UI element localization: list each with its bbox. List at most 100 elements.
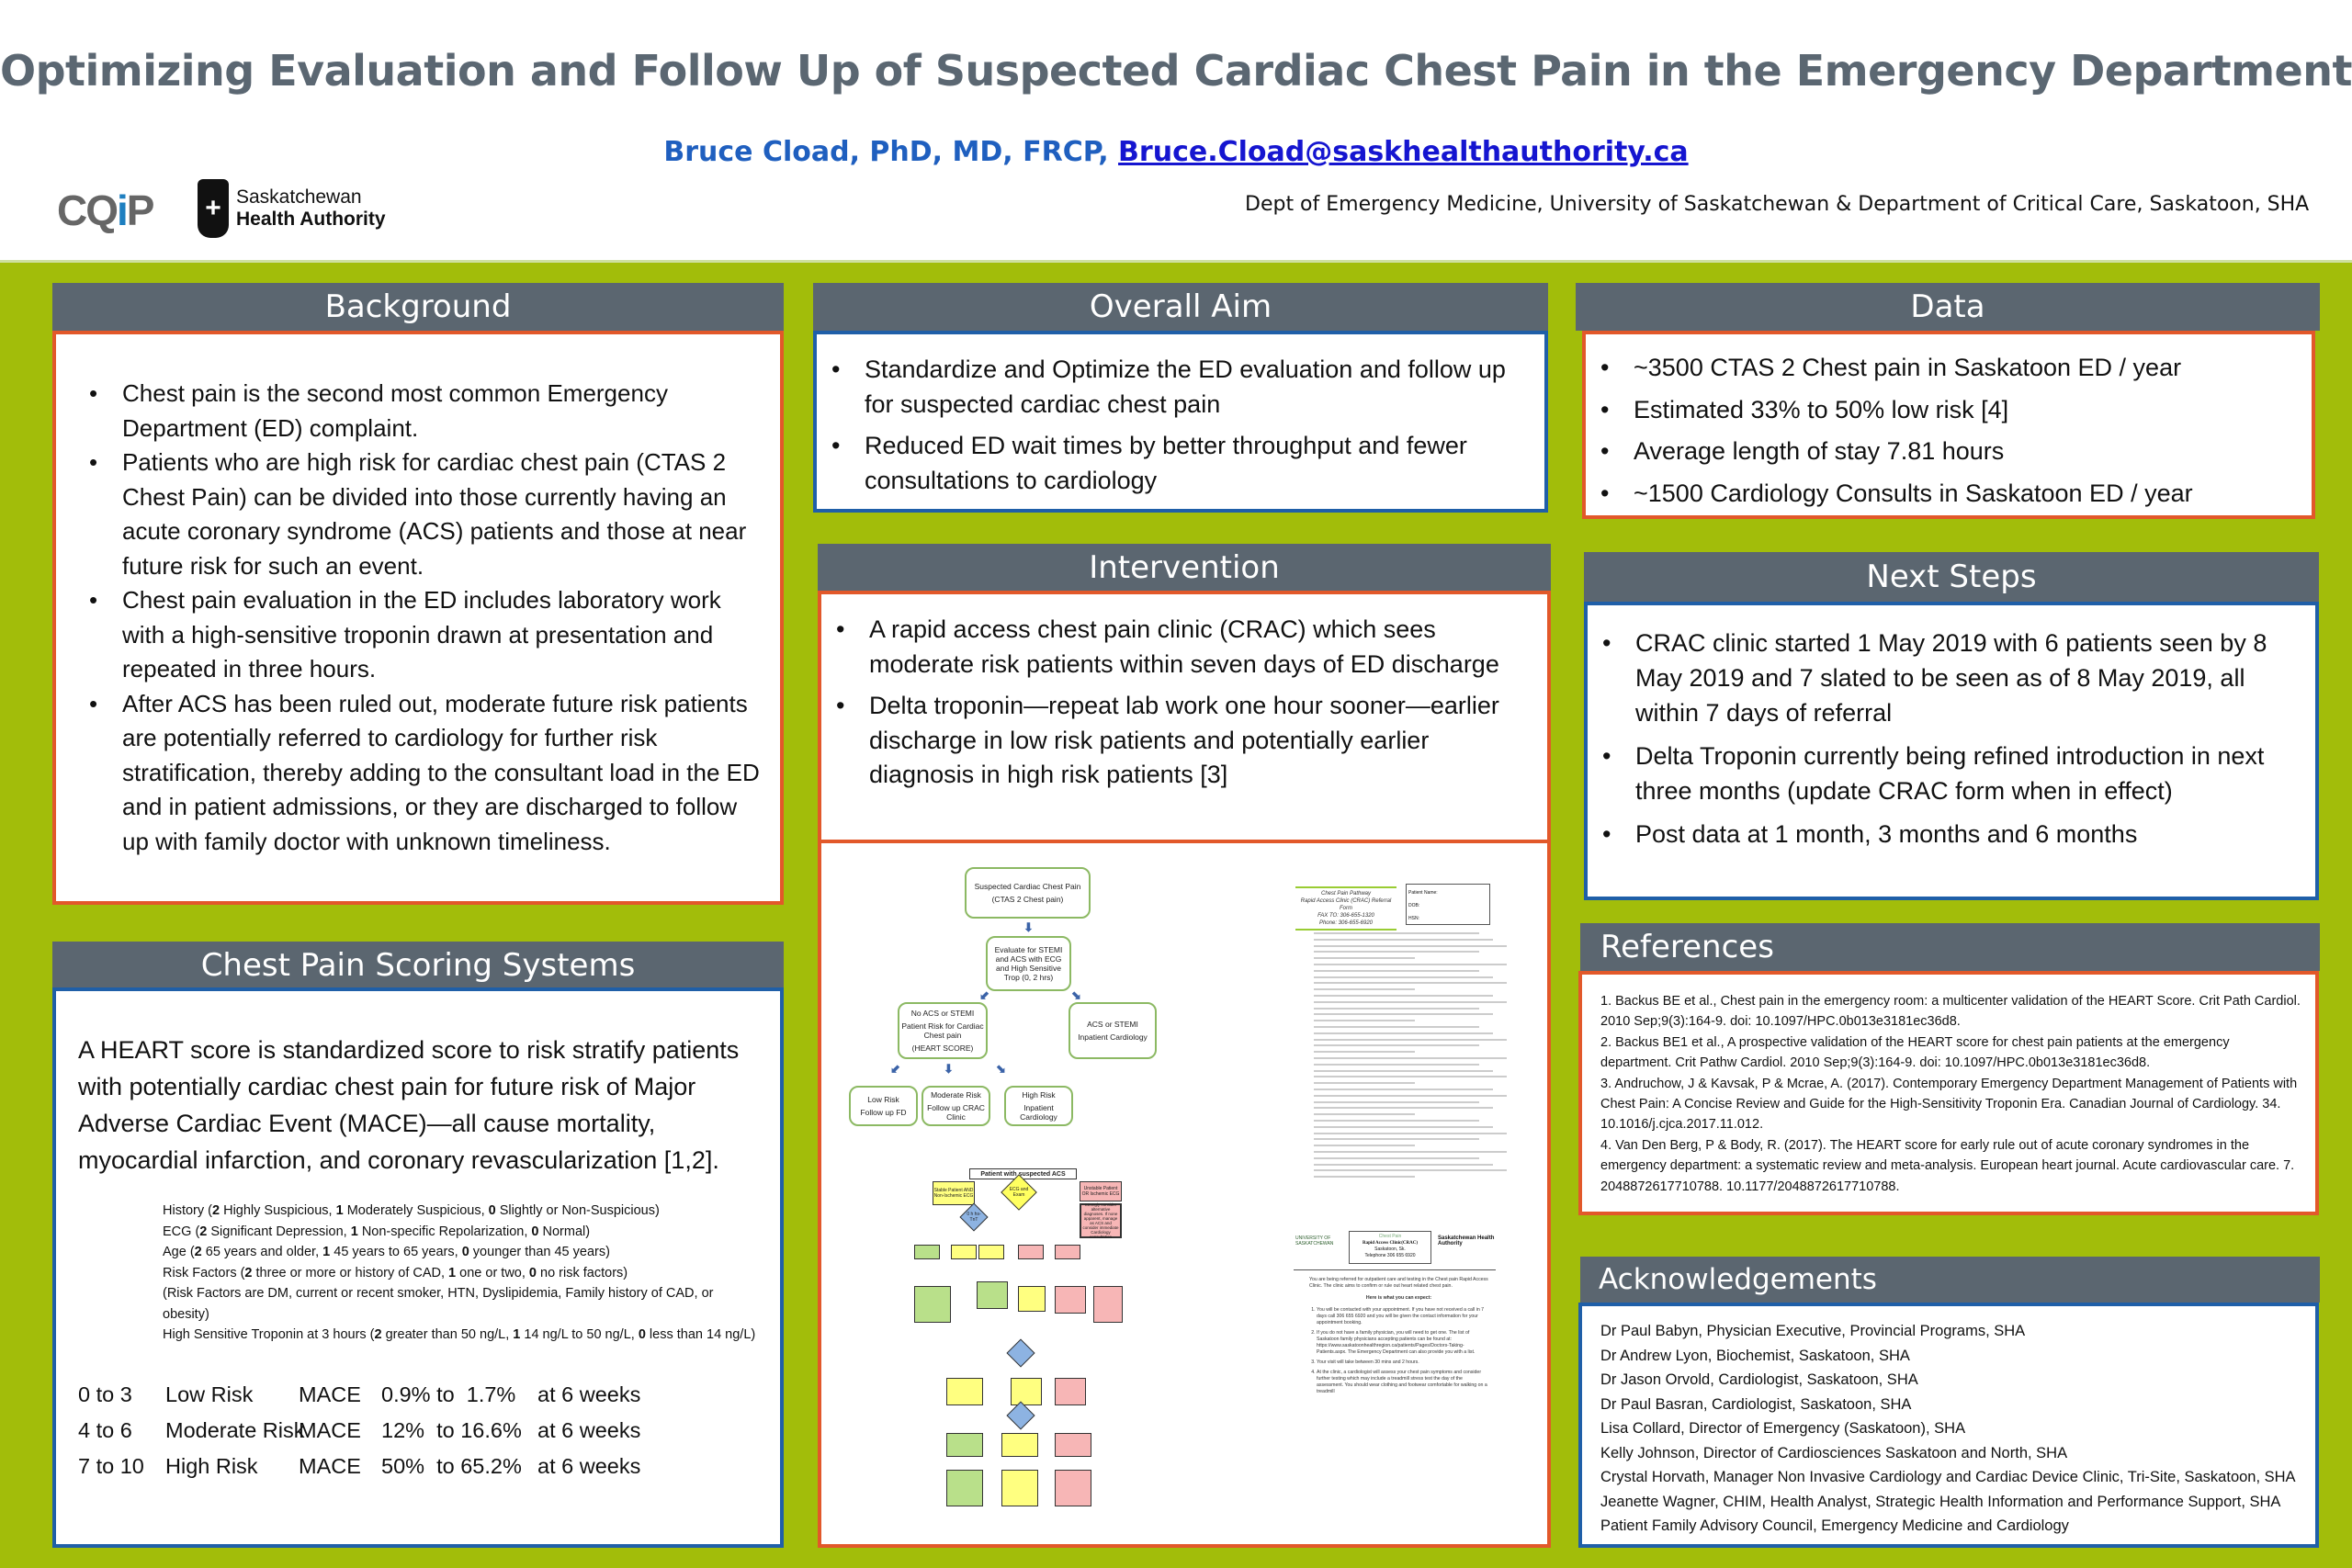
intervention-bullet: A rapid access chest pain clinic (CRAC) … bbox=[821, 613, 1532, 682]
form-patient-box: Patient Name: DOB: HSN: bbox=[1406, 884, 1490, 925]
flow-text: Follow up CRAC Clinic bbox=[927, 1103, 985, 1122]
aim-bullet: Reduced ED wait times by better throughp… bbox=[817, 429, 1526, 498]
flow-text: ACS or STEMI bbox=[1087, 1020, 1138, 1029]
form-subtitle: Rapid Access Clinic (CRAC) Referral Form bbox=[1300, 898, 1392, 911]
author-line: Bruce Cload, PhD, MD, FRCP, Bruce.Cload@… bbox=[0, 136, 2352, 168]
data-bullet: Average length of stay 7.81 hours bbox=[1586, 431, 2302, 473]
risk-label: MACE bbox=[299, 1453, 361, 1478]
form-text-line bbox=[1314, 1107, 1493, 1110]
risk-label: MACE bbox=[299, 1382, 361, 1406]
author-email-link[interactable]: Bruce.Cload@saskhealthauthority.ca bbox=[1118, 136, 1689, 168]
acs-flow-box bbox=[977, 1281, 1008, 1309]
acs-flow-box bbox=[1011, 1378, 1042, 1405]
form-text-line bbox=[1314, 1000, 1507, 1003]
acknowledgement-item: Dr Jason Orvold, Cardiologist, Saskatoon… bbox=[1600, 1371, 1918, 1388]
flow-text: Follow up FD bbox=[860, 1108, 907, 1117]
flow-text: Evaluate for STEMI and ACS with ECG and … bbox=[994, 945, 1063, 982]
form-dob-label: DOB: bbox=[1408, 903, 1420, 908]
aim-header: Overall Aim bbox=[813, 283, 1548, 331]
form-text-line bbox=[1314, 969, 1479, 972]
flow-text: Low Risk bbox=[867, 1095, 899, 1104]
background-bullet: After ACS has been ruled out, moderate f… bbox=[74, 687, 762, 860]
acs-flow-box bbox=[1055, 1378, 1086, 1405]
acs-unstable-box: Unstable Patient OR Ischemic ECG bbox=[1080, 1181, 1122, 1201]
arrow-down-icon: ⬇ bbox=[944, 1062, 954, 1076]
form-text-line bbox=[1314, 1063, 1479, 1066]
acs-flow-box bbox=[946, 1378, 983, 1405]
flow-text: Inpatient Cardiology bbox=[1020, 1103, 1057, 1122]
acs-ecg-label: ECG and Exam bbox=[1009, 1187, 1029, 1198]
handout-clinic-box: Chest Pain Rapid Access Clinic(CRAC) Sas… bbox=[1349, 1231, 1431, 1264]
flow-text: High Risk bbox=[1022, 1090, 1056, 1100]
acknowledgement-item: Lisa Collard, Director of Emergency (Sas… bbox=[1600, 1420, 1966, 1437]
form-text-line bbox=[1314, 1076, 1507, 1078]
acs-flow-box bbox=[1018, 1286, 1046, 1312]
aim-list: Standardize and Optimize the ED evaluati… bbox=[817, 353, 1526, 498]
risk-when: at 6 weeks bbox=[537, 1417, 641, 1442]
form-text-line bbox=[1314, 1026, 1479, 1028]
references-panel: 1. Backus BE et al., Chest pain in the e… bbox=[1578, 971, 2319, 1215]
form-text-line bbox=[1314, 1145, 1415, 1147]
risk-pct: 12% to 16.6% bbox=[381, 1417, 522, 1442]
scoring-panel: A HEART score is standardized score to r… bbox=[52, 987, 784, 1548]
handout-item: At the clinic, a cardiologist will asses… bbox=[1317, 1370, 1488, 1395]
form-text-line bbox=[1314, 964, 1507, 965]
acknowledgements-panel: Dr Paul Babyn, Physician Executive, Prov… bbox=[1578, 1303, 2319, 1548]
next-step-bullet: Delta Troponin currently being refined i… bbox=[1588, 739, 2301, 808]
form-text-line bbox=[1314, 1020, 1415, 1022]
sha-logo-line2: Health Authority bbox=[236, 209, 386, 230]
risk-label: MACE bbox=[299, 1417, 361, 1442]
background-panel: Chest pain is the second most common Eme… bbox=[52, 331, 784, 905]
reference-item: 1. Backus BE et al., Chest pain in the e… bbox=[1600, 994, 2301, 1030]
usask-logo: UNIVERSITY OF SASKATCHEWAN bbox=[1295, 1235, 1334, 1247]
data-bullet: ~1500 Cardiology Consults in Saskatoon E… bbox=[1586, 473, 2302, 515]
form-text-line bbox=[1314, 976, 1493, 978]
form-text-line bbox=[1314, 1120, 1479, 1122]
form-text-line bbox=[1314, 988, 1415, 991]
form-text-line bbox=[1314, 1032, 1493, 1034]
referral-form-title-block: Chest Pain Pathway Rapid Access Clinic (… bbox=[1295, 886, 1396, 931]
background-bullet: Chest pain is the second most common Eme… bbox=[74, 377, 762, 446]
handout-expect: Here is what you can expect: bbox=[1365, 1295, 1432, 1301]
form-text-line bbox=[1314, 1113, 1415, 1116]
form-text-line bbox=[1314, 1007, 1479, 1010]
heart-criterion: History (2 Highly Suspicious, 1 Moderate… bbox=[163, 1203, 660, 1218]
form-text-line bbox=[1314, 1089, 1493, 1090]
flow-text: Moderate Risk bbox=[931, 1090, 981, 1100]
intervention-bullet: Delta troponin—repeat lab work one hour … bbox=[821, 689, 1532, 793]
sha-shield-icon: + bbox=[198, 179, 229, 238]
form-text-line bbox=[1314, 982, 1507, 985]
handout-box-phone: Telephone 306 655 6920 bbox=[1364, 1253, 1416, 1258]
form-fax: FAX TO: 306-655-1320 bbox=[1317, 913, 1374, 919]
form-text-line bbox=[1314, 1125, 1493, 1128]
next-steps-list: CRAC clinic started 1 May 2019 with 6 pa… bbox=[1588, 626, 2301, 852]
arrow-down-icon: ⬊ bbox=[1071, 988, 1081, 1002]
risk-risk: Moderate Risk bbox=[165, 1417, 305, 1442]
arrow-down-icon: ⬇ bbox=[1023, 920, 1034, 934]
data-panel: ~3500 CTAS 2 Chest pain in Saskatoon ED … bbox=[1582, 331, 2315, 519]
department-affiliation: Dept of Emergency Medicine, University o… bbox=[1245, 193, 2310, 216]
arrow-down-icon: ⬋ bbox=[890, 1062, 900, 1076]
background-bullet: Chest pain evaluation in the ED includes… bbox=[74, 583, 762, 687]
acs-flow-box bbox=[1055, 1286, 1086, 1314]
acs-flow-box bbox=[1055, 1433, 1091, 1457]
risk-risk: High Risk bbox=[165, 1453, 258, 1478]
risk-when: at 6 weeks bbox=[537, 1382, 641, 1406]
acs-flow-box bbox=[1001, 1470, 1038, 1506]
form-text-line bbox=[1314, 1069, 1493, 1072]
acknowledgement-item: Kelly Johnson, Director of Cardioscience… bbox=[1600, 1444, 2068, 1461]
flow-text: Suspected Cardiac Chest Pain bbox=[974, 882, 1081, 891]
acs-stable-box: Stable Patient AND Non-Ischemic ECG bbox=[933, 1181, 975, 1205]
flow-start-box: Suspected Cardiac Chest Pain(CTAS 2 Ches… bbox=[965, 867, 1091, 919]
form-text-line bbox=[1314, 1163, 1493, 1166]
flow-text: No ACS or STEMI bbox=[910, 1009, 975, 1018]
sha-logo-line1: Saskatchewan bbox=[236, 186, 362, 208]
handout-box-name: Rapid Access Clinic(CRAC) bbox=[1363, 1241, 1418, 1246]
intervention-panel: A rapid access chest pain clinic (CRAC) … bbox=[818, 591, 1551, 843]
